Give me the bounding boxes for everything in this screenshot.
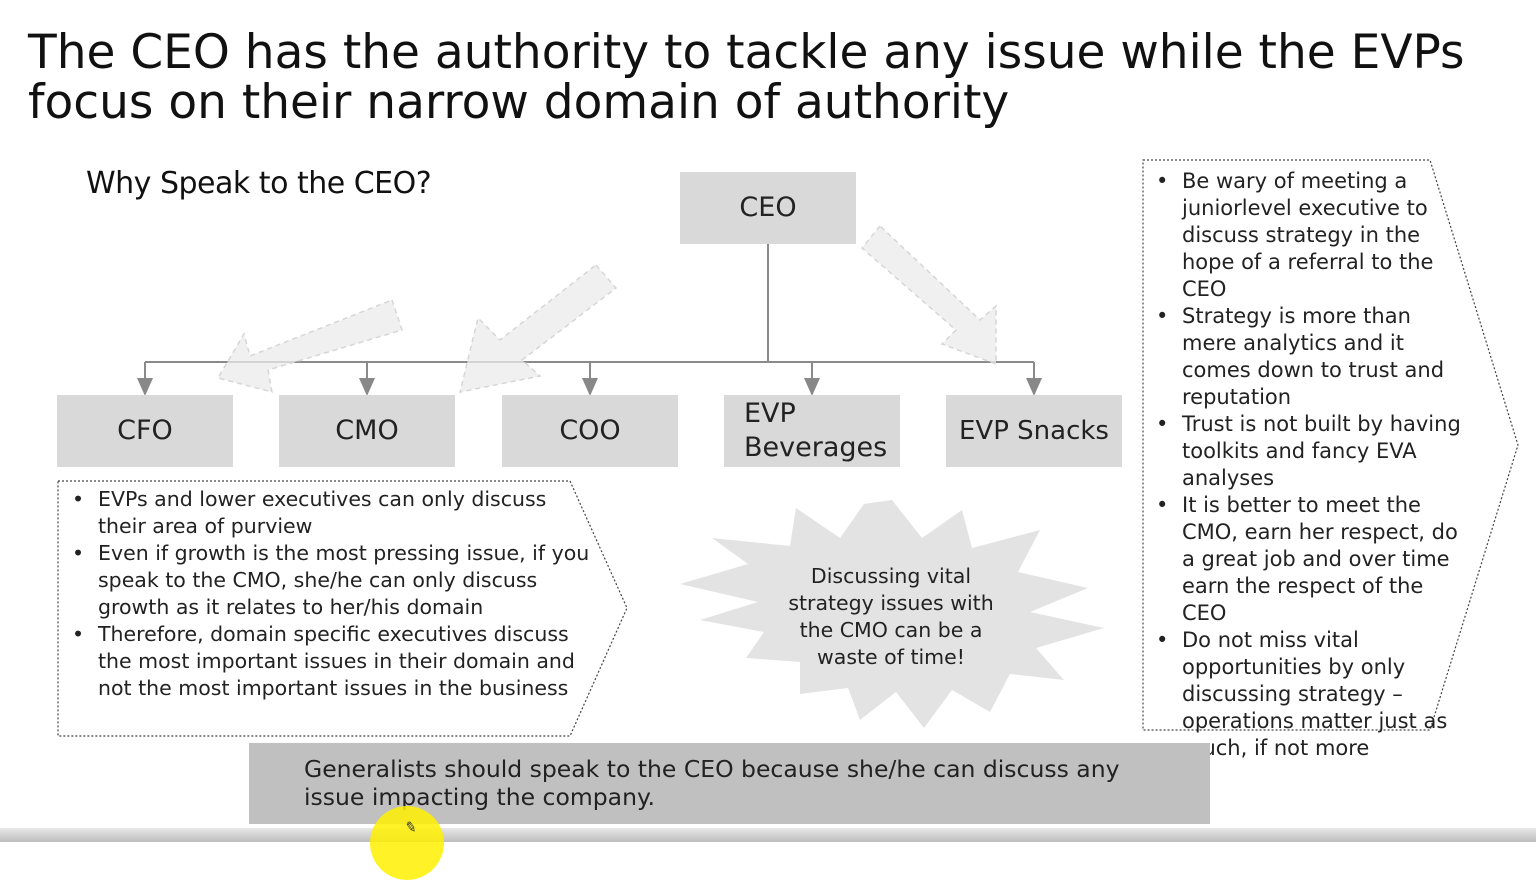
- org-box-evp-beverages: EVP Beverages: [724, 395, 900, 467]
- left-callout: EVPs and lower executives can only discu…: [60, 486, 590, 702]
- left-callout-outline: [57, 480, 628, 737]
- right-callout-outline: [1142, 159, 1519, 731]
- cursor-highlight-icon: [370, 806, 444, 880]
- left-callout-item: Therefore, domain specific executives di…: [60, 621, 590, 702]
- right-callout: Be wary of meeting a juniorlevel executi…: [1144, 168, 1464, 762]
- slide-subtitle: Why Speak to the CEO?: [86, 166, 432, 201]
- right-callout-item: Strategy is more than mere analytics and…: [1144, 303, 1464, 411]
- slide-title: The CEO has the authority to tackle any …: [28, 25, 1465, 130]
- right-callout-item: It is better to meet the CMO, earn her r…: [1144, 492, 1464, 627]
- faded-arrow-left: [216, 299, 403, 394]
- left-callout-item: EVPs and lower executives can only discu…: [60, 486, 590, 540]
- faded-arrow-middle: [458, 263, 618, 393]
- faded-arrow-right: [860, 224, 997, 366]
- left-callout-item: Even if growth is the most pressing issu…: [60, 540, 590, 621]
- right-callout-item: Be wary of meeting a juniorlevel executi…: [1144, 168, 1464, 303]
- org-box-coo: COO: [502, 395, 678, 467]
- org-box-cfo: CFO: [57, 395, 233, 467]
- org-box-ceo: CEO: [680, 172, 856, 244]
- right-callout-item: Trust is not built by having toolkits an…: [1144, 411, 1464, 492]
- right-callout-item: Do not miss vital opportunities by only …: [1144, 627, 1464, 762]
- conclusion-banner: Generalists should speak to the CEO beca…: [249, 743, 1210, 824]
- burst-shape: [680, 500, 1104, 728]
- burst-text: Discussing vital strategy issues with th…: [788, 564, 994, 669]
- org-box-cmo: CMO: [279, 395, 455, 467]
- org-chart-connectors: [57, 159, 1519, 737]
- video-progress-bar[interactable]: [0, 828, 1536, 842]
- org-box-evp-snacks: EVP Snacks: [946, 395, 1122, 467]
